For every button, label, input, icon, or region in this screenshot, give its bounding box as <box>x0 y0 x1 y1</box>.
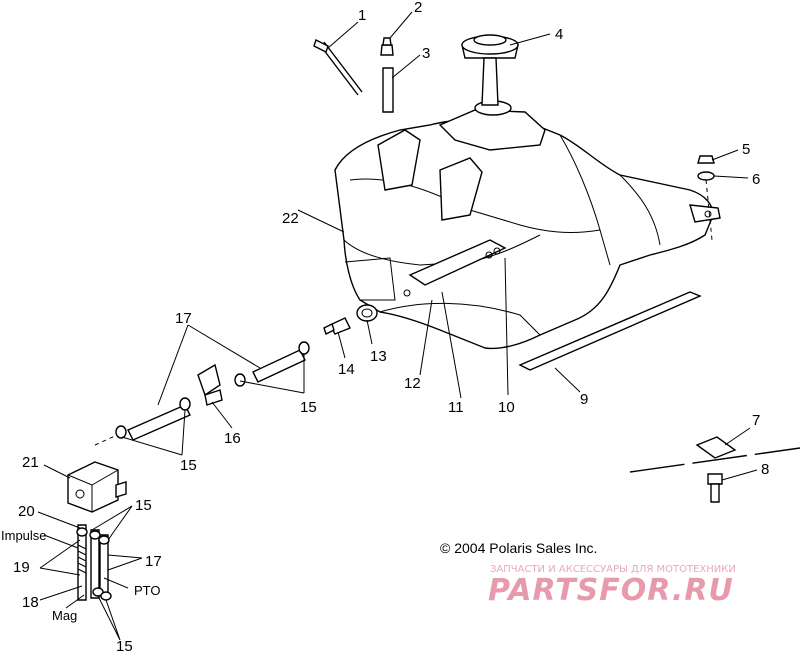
callout-15b: 15 <box>180 457 197 474</box>
vent-hose <box>382 67 394 113</box>
tee-fitting <box>197 363 223 406</box>
callout-15d: 15 <box>116 638 133 652</box>
callout-1: 1 <box>358 7 366 24</box>
grommet <box>356 304 378 322</box>
callout-17b: 17 <box>145 553 162 570</box>
callout-4: 4 <box>555 26 563 43</box>
callout-7: 7 <box>752 412 760 429</box>
fuel-cap <box>461 34 519 106</box>
callout-12: 12 <box>404 375 421 392</box>
leader-lines <box>37 11 758 641</box>
callout-11: 11 <box>448 399 464 416</box>
watermark-logo: PARTSFOR.RU <box>488 573 734 608</box>
callout-6: 6 <box>752 171 760 188</box>
fuel-tank <box>334 100 721 350</box>
pto-label: PTO <box>134 583 161 598</box>
callout-20: 20 <box>18 503 35 520</box>
pad <box>629 436 800 473</box>
foam-strip <box>518 291 702 371</box>
callout-17a: 17 <box>175 310 192 327</box>
vent-fitting <box>380 37 394 56</box>
callout-21: 21 <box>22 454 39 471</box>
callout-8: 8 <box>761 461 769 478</box>
callout-3: 3 <box>422 45 430 62</box>
callout-22: 22 <box>282 210 299 227</box>
washer <box>697 171 715 181</box>
bolt <box>707 473 723 503</box>
callout-16: 16 <box>224 430 241 447</box>
impulse-label: Impulse <box>1 528 47 543</box>
pump-hoses <box>76 524 112 601</box>
fuel-pump <box>67 461 127 513</box>
watermark-tagline: ЗАПЧАСТИ И АКСЕССУАРЫ ДЛЯ МОТОТЕХНИКИ <box>490 564 736 575</box>
callout-9: 9 <box>580 391 588 408</box>
watermark: ЗАПЧАСТИ И АКСЕССУАРЫ ДЛЯ МОТОТЕХНИКИ PA… <box>488 564 736 608</box>
callout-15c: 15 <box>135 497 152 514</box>
callout-numbers: 1 2 3 4 5 6 7 8 9 10 11 12 13 14 15 16 1… <box>13 0 769 652</box>
callout-18: 18 <box>22 594 39 611</box>
callout-13: 13 <box>370 348 387 365</box>
callout-10: 10 <box>498 399 515 416</box>
callout-19: 19 <box>13 559 30 576</box>
vent-line <box>313 39 363 96</box>
copyright-text: © 2004 Polaris Sales Inc. <box>440 540 597 556</box>
fuel-hoses <box>115 341 310 441</box>
nut <box>697 155 715 164</box>
callout-5: 5 <box>742 141 750 158</box>
callout-14: 14 <box>338 361 355 378</box>
mag-label: Mag <box>52 608 77 623</box>
fitting <box>323 317 351 335</box>
callout-15a: 15 <box>300 399 317 416</box>
callout-2: 2 <box>414 0 422 16</box>
